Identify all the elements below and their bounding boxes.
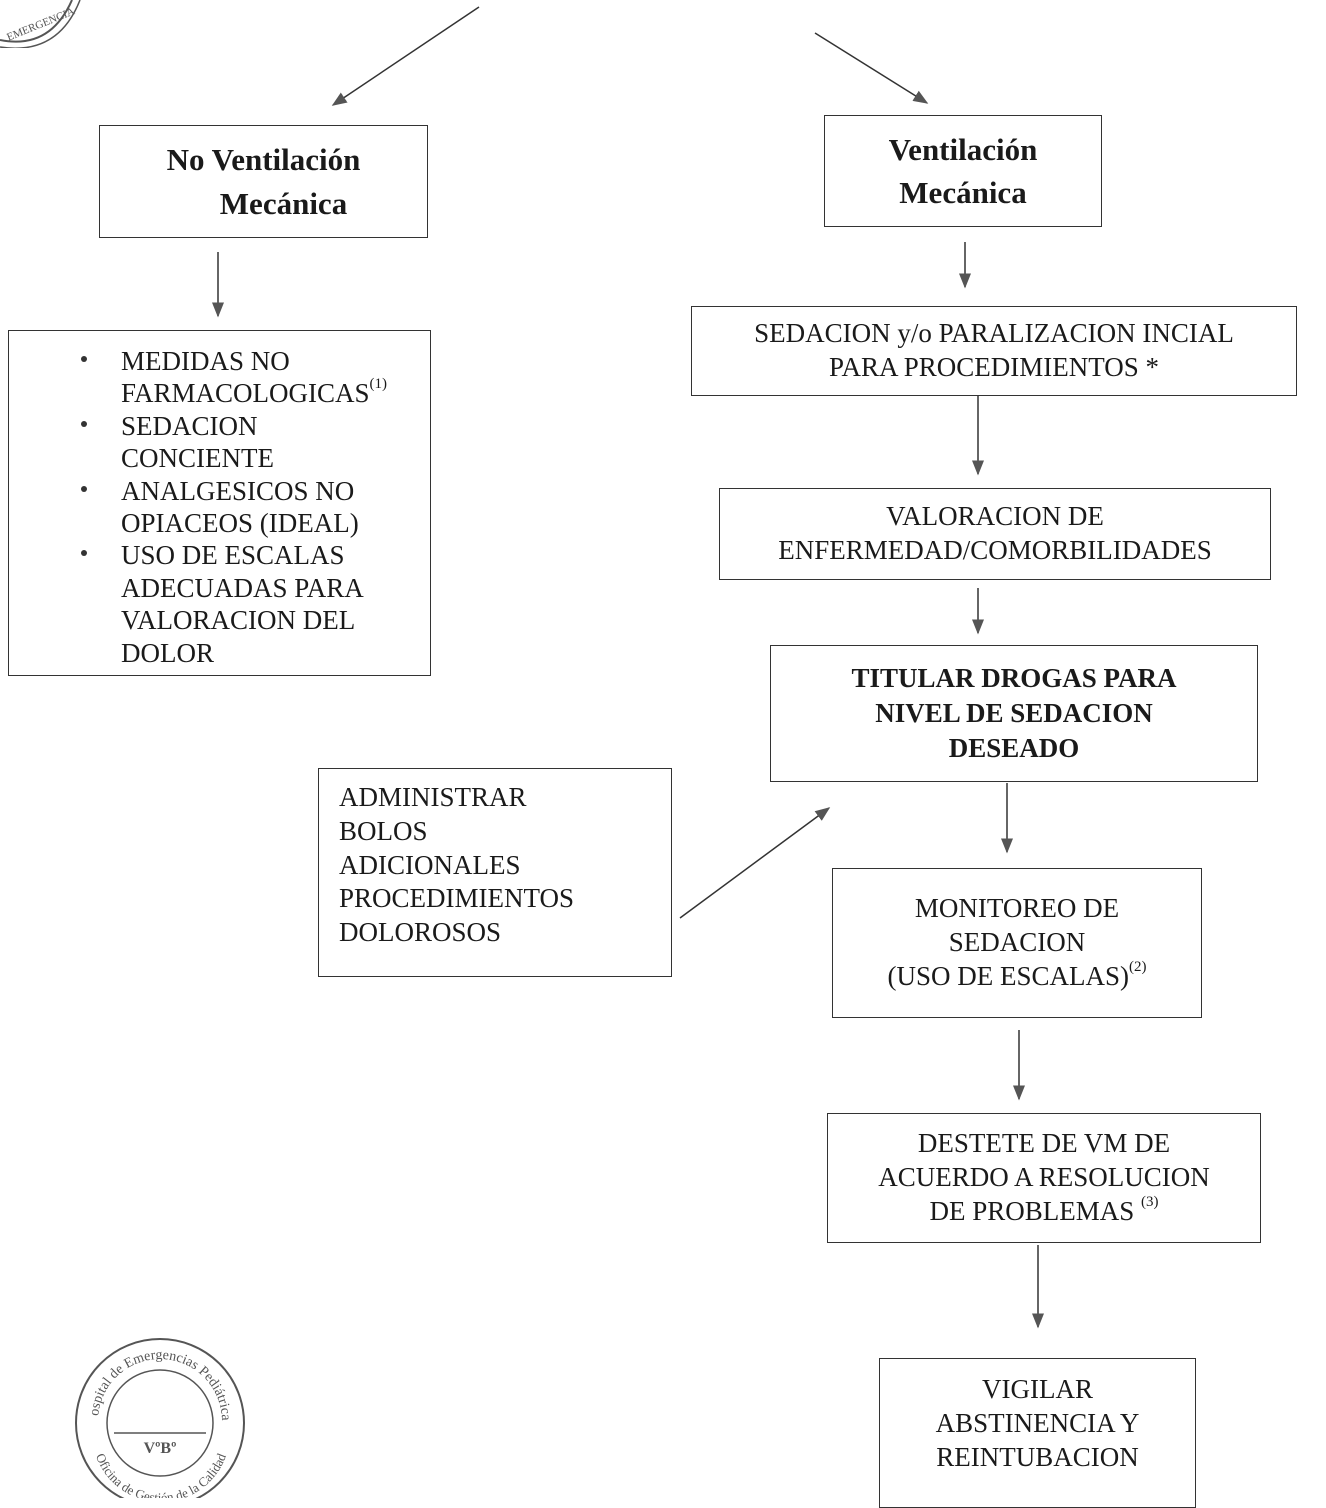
weaning-line3: DE PROBLEMAS (3)	[929, 1193, 1159, 1226]
titrate-drugs-box: TITULAR DROGAS PARA NIVEL DE SEDACION DE…	[770, 645, 1258, 782]
initial-sedation-line1: SEDACION y/o PARALIZACION INCIAL	[754, 318, 1234, 349]
assessment-line2: ENFERMEDAD/COMORBILIDADES	[778, 535, 1212, 565]
measure-item: MEDIDAS NO FARMACOLOGICAS(1)	[9, 345, 387, 410]
measure-item: ANALGESICOS NO OPIACEOS (IDEAL)	[9, 475, 391, 540]
boluses-line3: ADICIONALES	[339, 849, 521, 880]
svg-text:Hospital de Emergencias Pediát: Hospital de Emergencias Pediátricas	[70, 1333, 233, 1422]
boluses-line1: ADMINISTRAR	[339, 782, 527, 812]
monitoring-line1: MONITOREO DE	[914, 893, 1120, 924]
withdrawal-line3: REINTUBACION	[936, 1441, 1139, 1472]
titrate-line3: DESEADO	[948, 733, 1080, 764]
monitoring-line3: (USO DE ESCALAS)(2)	[887, 958, 1147, 991]
approval-seal: Hospital de Emergencias Pediátricas Ofic…	[70, 1333, 245, 1498]
additional-boluses-box: ADMINISTRAR BOLOS ADICIONALES PROCEDIMIE…	[318, 768, 672, 977]
measure-item: USO DE ESCALAS ADECUADAS PARA VALORACION…	[9, 539, 396, 669]
weaning-box: DESTETE DE VM DE ACUERDO A RESOLUCION DE…	[827, 1113, 1261, 1243]
no-ventilation-box: No Ventilación Mecánica	[99, 125, 428, 238]
weaning-line1: DESTETE DE VM DE	[917, 1128, 1171, 1159]
boluses-line4: PROCEDIMIENTOS	[339, 883, 575, 914]
ventilation-box: Ventilación Mecánica	[824, 115, 1102, 227]
no-ventilation-line1: No Ventilación	[166, 142, 361, 178]
withdrawal-line2: ABSTINENCIA Y	[935, 1407, 1140, 1438]
titrate-line2: NIVEL DE SEDACION	[875, 697, 1153, 728]
non-ventilation-measures-box: MEDIDAS NO FARMACOLOGICAS(1) SEDACION CO…	[8, 330, 431, 676]
monitor-withdrawal-box: VIGILAR ABSTINENCIA Y REINTUBACION	[879, 1358, 1196, 1508]
no-ventilation-line2: Mecánica	[219, 185, 348, 221]
weaning-line2: ACUERDO A RESOLUCION	[878, 1162, 1210, 1193]
svg-text:VºBº: VºBº	[144, 1440, 177, 1457]
seal-top-logo: EMERGENCIA	[0, 0, 81, 48]
initial-sedation-box: SEDACION y/o PARALIZACION INCIAL PARA PR…	[691, 306, 1297, 396]
titrate-line1: TITULAR DROGAS PARA	[851, 662, 1177, 693]
withdrawal-line1: VIGILAR	[982, 1374, 1093, 1404]
arrow-top-to-no-vm	[331, 6, 480, 106]
ventilation-line1: Ventilación	[888, 131, 1038, 167]
initial-sedation-line2: PARA PROCEDIMIENTOS *	[828, 352, 1160, 382]
measures-list: MEDIDAS NO FARMACOLOGICAS(1) SEDACION CO…	[9, 345, 430, 669]
arrow-administrar-to-titular	[679, 807, 831, 919]
ventilation-line2: Mecánica	[899, 175, 1027, 210]
monitoring-line2: SEDACION	[948, 927, 1086, 958]
boluses-line2: BOLOS	[339, 815, 428, 846]
sedation-monitoring-box: MONITOREO DE SEDACION (USO DE ESCALAS)(2…	[832, 868, 1202, 1018]
boluses-line5: DOLOROSOS	[339, 917, 502, 947]
measure-item: SEDACION CONCIENTE	[9, 410, 291, 475]
assessment-line1: VALORACION DE	[886, 501, 1104, 532]
arrow-top-to-vm	[814, 32, 929, 104]
assessment-box: VALORACION DE ENFERMEDAD/COMORBILIDADES	[719, 488, 1271, 580]
